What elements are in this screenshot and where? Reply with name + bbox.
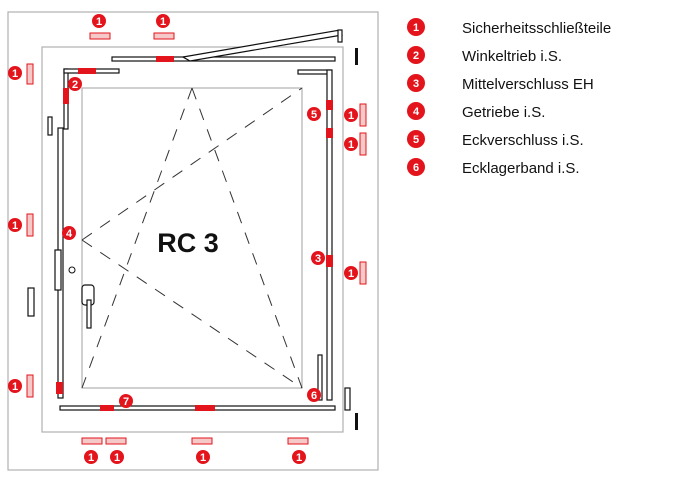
legend-label: Winkeltrieb i.S. bbox=[462, 48, 562, 65]
marker-4: 4 bbox=[62, 226, 76, 240]
svg-text:2: 2 bbox=[413, 50, 419, 62]
marker-1: 1 bbox=[344, 137, 358, 151]
marker-1: 1 bbox=[8, 379, 22, 393]
svg-text:1: 1 bbox=[348, 110, 354, 122]
rc-class-label: RC 3 bbox=[157, 228, 219, 258]
svg-text:1: 1 bbox=[296, 452, 302, 464]
marker-1: 1 bbox=[344, 266, 358, 280]
legend-label: Eckverschluss i.S. bbox=[462, 132, 584, 149]
svg-text:7: 7 bbox=[123, 396, 129, 408]
frame-keeper bbox=[27, 287, 35, 317]
marker-5: 5 bbox=[307, 107, 321, 121]
legend-label: Ecklagerband i.S. bbox=[462, 160, 580, 177]
window-handle-icon bbox=[68, 266, 95, 329]
opening-lines bbox=[81, 87, 303, 389]
legend-badge-1: 1 bbox=[407, 18, 425, 36]
svg-text:3: 3 bbox=[315, 253, 321, 265]
frame-marker bbox=[355, 413, 358, 430]
marker-1: 1 bbox=[92, 14, 106, 28]
svg-text:4: 4 bbox=[66, 228, 73, 240]
legend-label: Mittelverschluss EH bbox=[462, 76, 594, 93]
marker-1: 1 bbox=[344, 108, 358, 122]
svg-text:1: 1 bbox=[200, 452, 206, 464]
svg-text:6: 6 bbox=[311, 390, 317, 402]
svg-text:1: 1 bbox=[348, 268, 354, 280]
marker-1: 1 bbox=[156, 14, 170, 28]
security-keepers bbox=[26, 32, 367, 445]
legend-label: Sicherheitsschließteile bbox=[462, 20, 611, 37]
marker-1: 1 bbox=[8, 66, 22, 80]
marker-1: 1 bbox=[8, 218, 22, 232]
svg-text:1: 1 bbox=[96, 16, 102, 28]
frame-marker bbox=[355, 48, 358, 65]
outer-frame bbox=[7, 11, 379, 471]
svg-text:1: 1 bbox=[12, 68, 18, 80]
legend-badge-5: 5 bbox=[407, 130, 425, 148]
svg-text:6: 6 bbox=[413, 162, 419, 174]
svg-text:2: 2 bbox=[72, 79, 78, 91]
marker-3: 3 bbox=[311, 251, 325, 265]
marker-1: 1 bbox=[110, 450, 124, 464]
svg-text:1: 1 bbox=[160, 16, 166, 28]
svg-text:4: 4 bbox=[413, 106, 420, 118]
svg-text:1: 1 bbox=[413, 22, 419, 34]
svg-text:1: 1 bbox=[12, 220, 18, 232]
svg-text:5: 5 bbox=[413, 134, 419, 146]
marker-1: 1 bbox=[292, 450, 306, 464]
svg-text:3: 3 bbox=[413, 78, 419, 90]
marker-1: 1 bbox=[196, 450, 210, 464]
legend-badge-2: 2 bbox=[407, 46, 425, 64]
legend-badge-4: 4 bbox=[407, 102, 425, 120]
hardware-fittings bbox=[47, 29, 351, 411]
svg-text:1: 1 bbox=[12, 381, 18, 393]
marker-7: 7 bbox=[119, 394, 133, 408]
svg-text:1: 1 bbox=[348, 139, 354, 151]
legend: 1 Sicherheitsschließteile 2 Winkeltrieb … bbox=[407, 18, 611, 177]
svg-text:1: 1 bbox=[88, 452, 94, 464]
svg-text:1: 1 bbox=[114, 452, 120, 464]
marker-6: 6 bbox=[307, 388, 321, 402]
sash-frame bbox=[41, 46, 344, 433]
legend-badge-6: 6 bbox=[407, 158, 425, 176]
legend-label: Getriebe i.S. bbox=[462, 104, 545, 121]
legend-badge-3: 3 bbox=[407, 74, 425, 92]
marker-1: 1 bbox=[84, 450, 98, 464]
marker-2: 2 bbox=[68, 77, 82, 91]
svg-text:5: 5 bbox=[311, 109, 317, 121]
